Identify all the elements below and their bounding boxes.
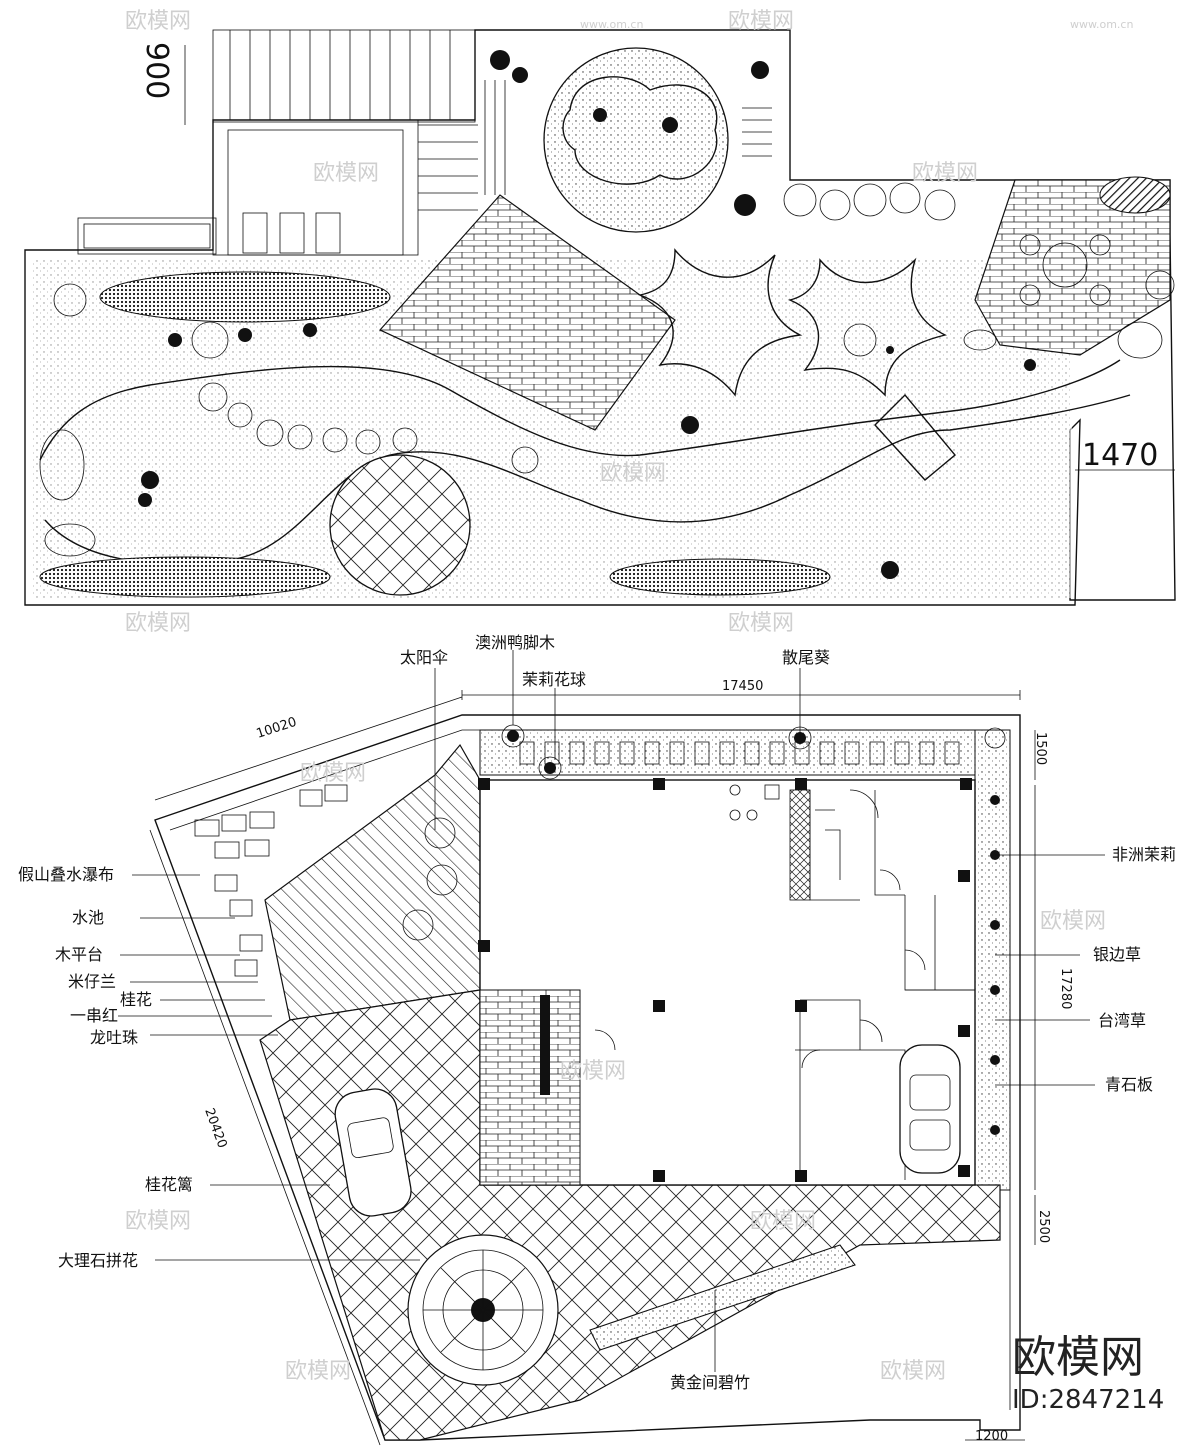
- label-pool: 水池: [72, 908, 104, 927]
- upper-shrubs: [53, 182, 1175, 359]
- label-osmanthus-hedge: 桂花篱: [145, 1175, 193, 1194]
- watermarks: 欧模网 欧模网 www.om.cn www.om.cn 欧模网 欧模网 欧模网 …: [125, 9, 1133, 1384]
- watermark-text: 欧模网: [125, 1209, 191, 1234]
- house-interior: [579, 789, 975, 1180]
- dim-17450: 17450: [722, 679, 763, 694]
- car-driveway: [334, 1088, 412, 1217]
- stepping-stones: [198, 382, 539, 474]
- right-plants: [507, 730, 1000, 1135]
- label-umbrella-tree: 澳洲鸭脚木: [475, 633, 555, 652]
- brand-mark: 欧模网 ID:2847214: [1012, 1332, 1164, 1415]
- watermark-site: www.om.cn: [580, 18, 643, 31]
- watermark-text: 欧模网: [912, 161, 978, 186]
- pavilion-seating: [1019, 234, 1111, 306]
- marble-medallion: [407, 1234, 559, 1386]
- top-stepping-slabs: [519, 741, 960, 765]
- label-osmanthus: 桂花: [120, 990, 152, 1009]
- dim-label-1470: 1470: [1082, 438, 1158, 473]
- watermark-text: 欧模网: [1040, 909, 1106, 934]
- round-garden-bed: [562, 76, 718, 185]
- label-clerodendrum: 龙吐珠: [90, 1028, 138, 1047]
- upper-bridge: [874, 393, 956, 481]
- dim-1500: 1500: [1033, 732, 1048, 765]
- brick-entry-area: [479, 989, 581, 1186]
- dimension-900: 900: [139, 42, 186, 125]
- label-salvia: 一串红: [70, 1006, 118, 1025]
- round-garden: [543, 47, 729, 233]
- watermark-text: 欧模网: [300, 761, 366, 786]
- watermark-text: 欧模网: [125, 9, 191, 34]
- label-aglaia: 米仔兰: [68, 972, 116, 991]
- top-planting-strip: [479, 729, 981, 776]
- rockery-stones: [194, 784, 348, 977]
- upper-plants: [138, 50, 1036, 579]
- dim-label-900: 900: [139, 42, 174, 99]
- leader-lines: [118, 650, 1105, 1372]
- diamond-paved-circle: [329, 454, 471, 596]
- interior-stair: [729, 784, 780, 821]
- label-liriope: 银边草: [1093, 945, 1141, 964]
- watermark-text: 欧模网: [285, 1359, 351, 1384]
- label-jasmine-ball: 茉莉花球: [522, 670, 586, 689]
- label-wood-deck: 木平台: [55, 945, 103, 964]
- watermark-text: 欧模网: [125, 611, 191, 636]
- hedge-top: [99, 271, 391, 323]
- watermark-text: 欧模网: [728, 9, 794, 34]
- lower-plan: 17450 10020 20420 1500 17280 2500 1200 太…: [18, 633, 1176, 1446]
- structural-columns: [478, 778, 972, 1182]
- dimension-1470: 1470: [1075, 438, 1175, 473]
- upper-building: [77, 29, 772, 256]
- entry-wall: [540, 995, 550, 1095]
- dim-17280: 17280: [1058, 968, 1073, 1009]
- watermark-text: 欧模网: [750, 1209, 816, 1234]
- watermark-text: 欧模网: [728, 611, 794, 636]
- brick-paving-right: [974, 179, 1171, 356]
- label-marble-mosaic: 大理石拼花: [58, 1251, 138, 1270]
- label-rockery-waterfall: 假山叠水瀑布: [18, 865, 114, 884]
- brand-logo-text: 欧模网: [1012, 1332, 1144, 1383]
- dim-2500: 2500: [1036, 1210, 1051, 1243]
- watermark-text: 欧模网: [880, 1359, 946, 1384]
- label-zoysia: 台湾草: [1098, 1011, 1146, 1030]
- label-sun-umbrella: 太阳伞: [400, 648, 448, 667]
- bamboo-planter: [589, 1244, 856, 1351]
- tensile-canopy-right: [787, 257, 948, 397]
- dim-1200: 1200: [975, 1429, 1008, 1444]
- right-planting-strip: [974, 729, 1011, 1191]
- watermark-text: 欧模网: [560, 1059, 626, 1084]
- label-golden-bamboo: 黄金间碧竹: [670, 1373, 750, 1392]
- hedge-bottom-mid: [609, 558, 831, 596]
- watermark-site: www.om.cn: [1070, 18, 1133, 31]
- brand-id: ID:2847214: [1012, 1385, 1164, 1415]
- tensile-canopy-left: [637, 248, 803, 397]
- upper-rocks: [39, 321, 1163, 557]
- brick-paving-diamond: [379, 194, 676, 431]
- sun-umbrellas: [402, 817, 458, 941]
- winding-path: [39, 359, 1121, 461]
- hedge-right: [1099, 176, 1171, 214]
- car-garage: [899, 1044, 961, 1174]
- label-areca-palm: 散尾葵: [782, 648, 830, 667]
- dim-10020: 10020: [255, 715, 299, 742]
- hedge-bottom-left: [39, 556, 331, 598]
- upper-plan: 900 1470: [24, 29, 1176, 606]
- dimension-lines: [149, 690, 1036, 1446]
- label-bluestone: 青石板: [1105, 1075, 1153, 1094]
- label-african-jasmine: 非洲茉莉: [1112, 845, 1176, 864]
- watermark-text: 欧模网: [313, 161, 379, 186]
- dim-20420: 20420: [201, 1106, 229, 1150]
- watermark-text: 欧模网: [600, 461, 666, 486]
